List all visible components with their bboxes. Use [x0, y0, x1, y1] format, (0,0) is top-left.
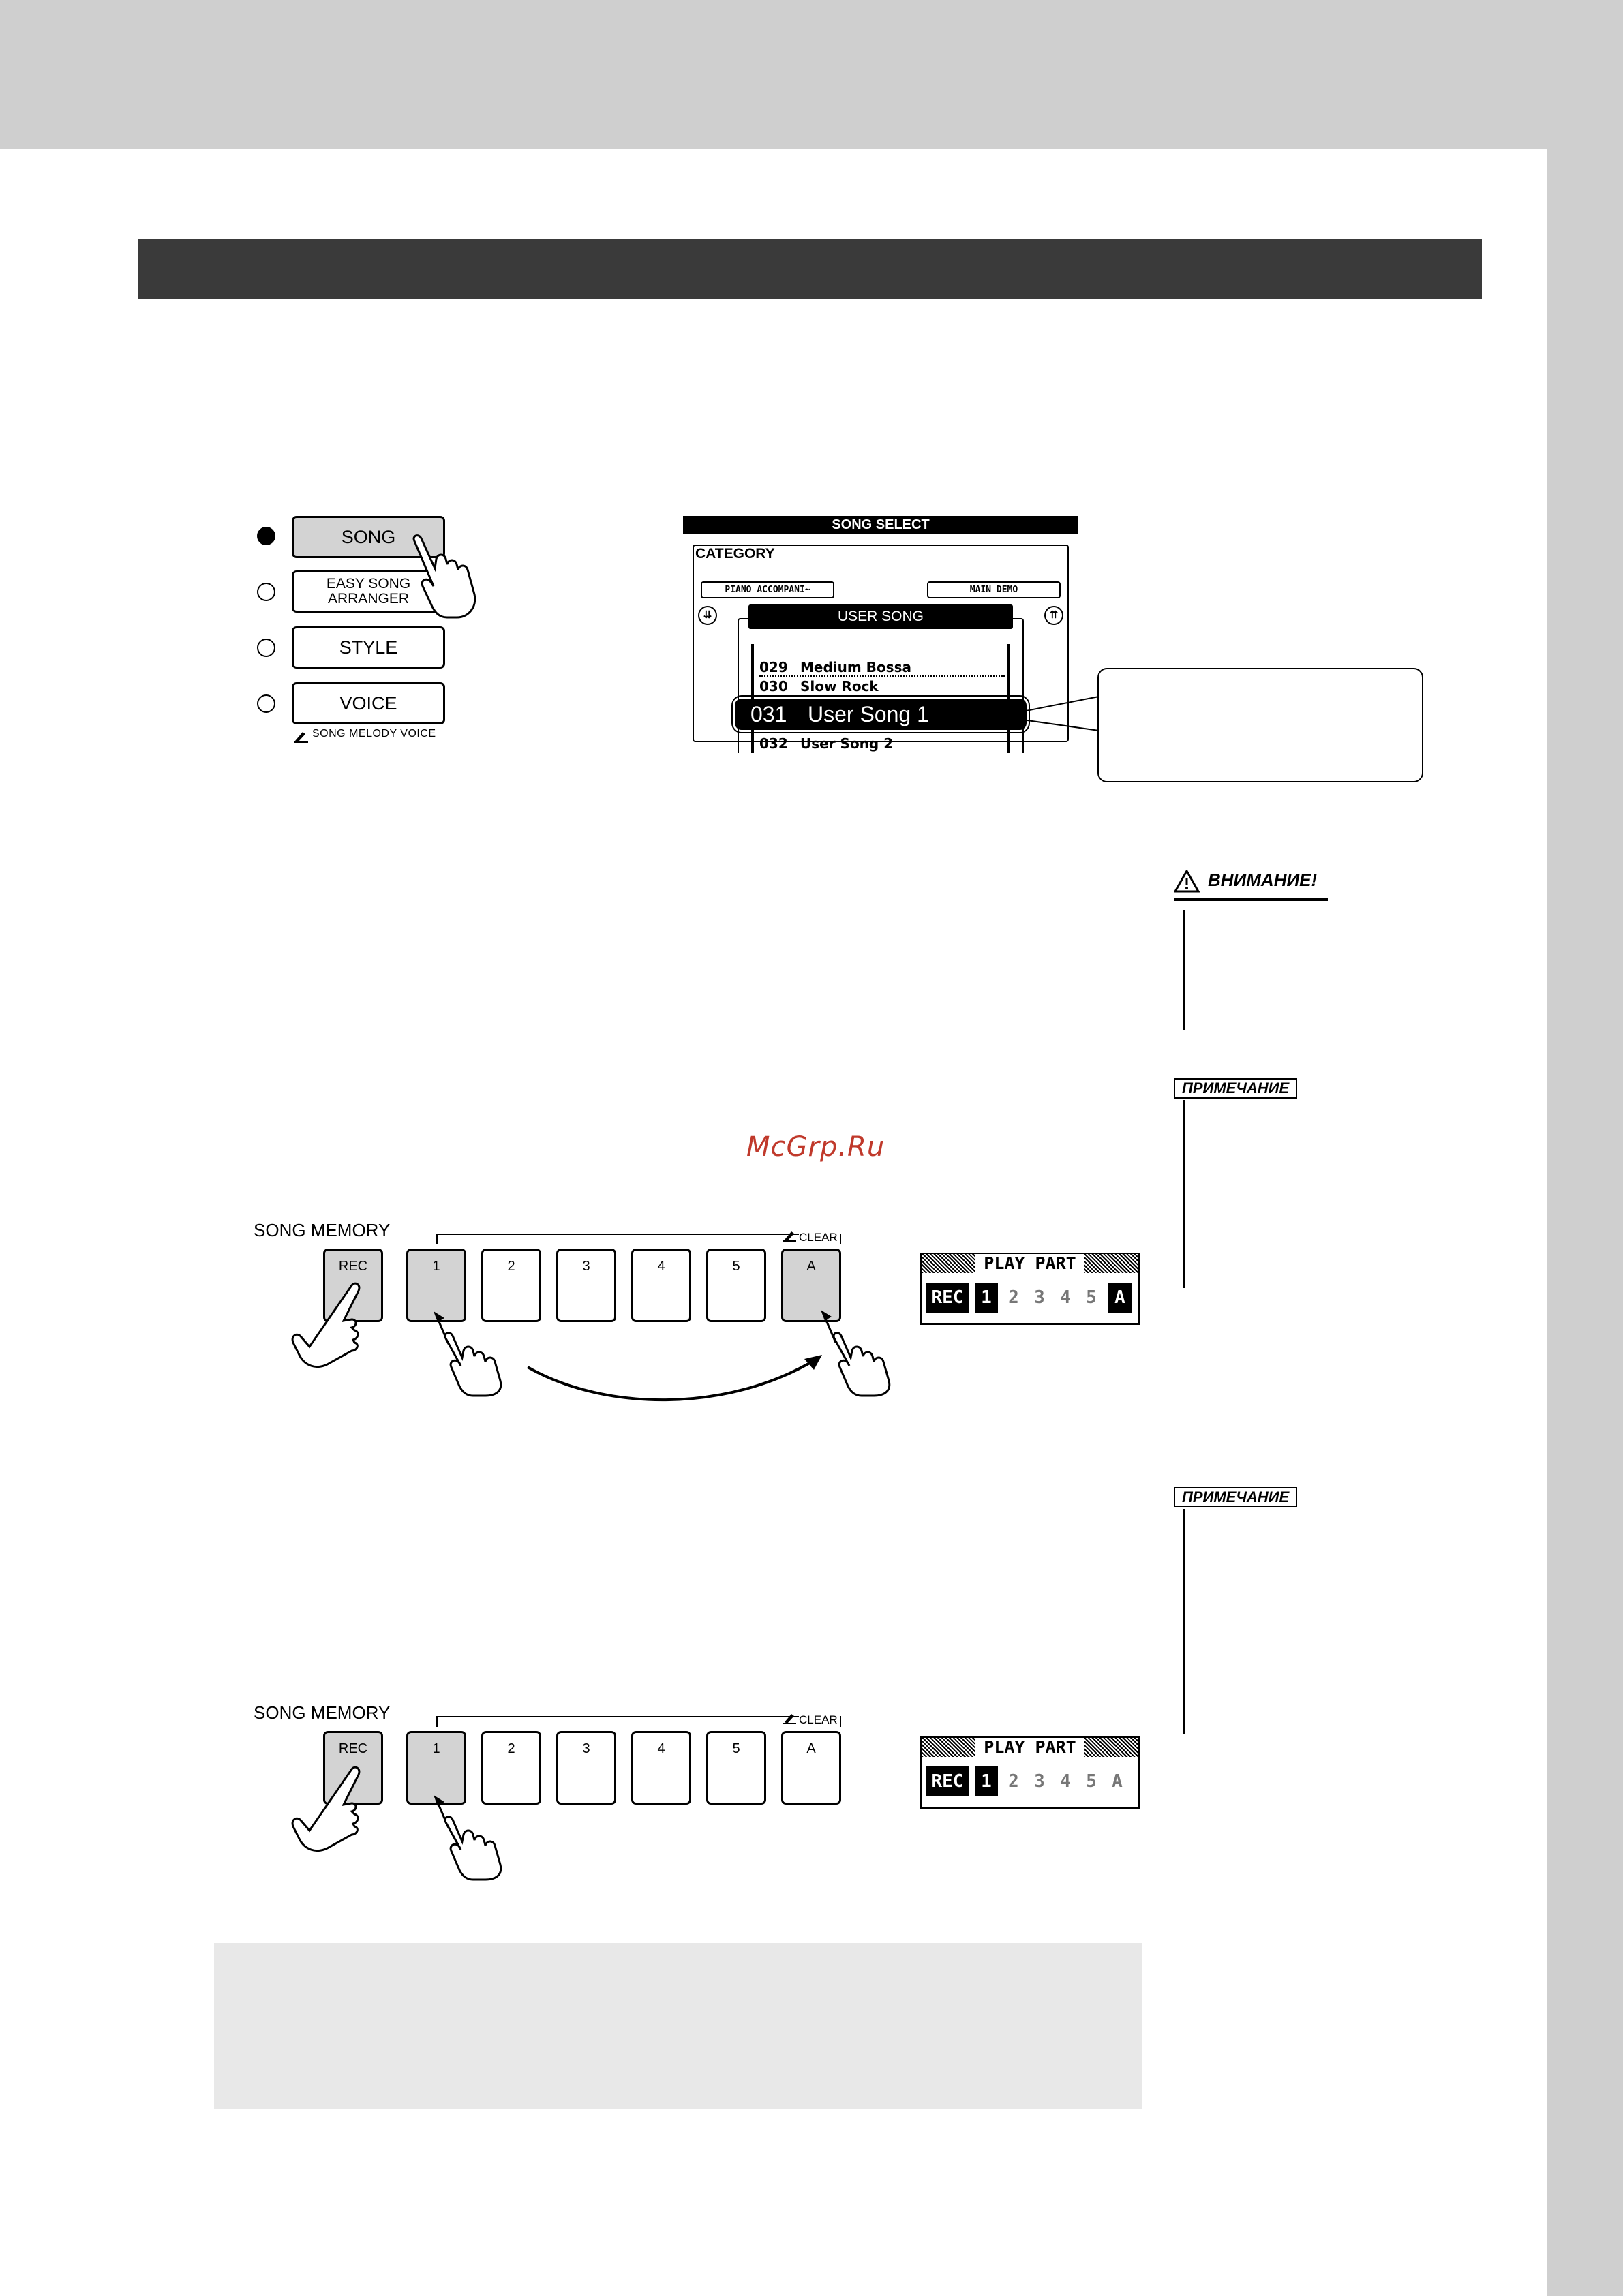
play-part-cell: A [1108, 1283, 1132, 1313]
easy-song-arranger-button[interactable]: EASY SONG ARRANGER [292, 570, 445, 613]
pen-icon [783, 1231, 796, 1242]
style-led-indicator [257, 639, 275, 657]
track-a-button[interactable]: A [781, 1731, 841, 1805]
move-arrow [527, 1355, 822, 1401]
track-2-button[interactable]: 2 [481, 1249, 541, 1322]
track-4-button[interactable]: 4 [631, 1731, 691, 1805]
callout-pointer [1022, 696, 1099, 731]
note-side-rule-1 [1183, 1100, 1185, 1288]
play-part-cell: 4 [1060, 1287, 1071, 1308]
song-memory-label: SONG MEMORY [254, 1702, 391, 1723]
warning-label: ВНИМАНИЕ! [1208, 870, 1318, 890]
style-button[interactable]: STYLE [292, 626, 445, 669]
rec-button[interactable]: REC [323, 1731, 383, 1805]
pen-icon [294, 732, 308, 743]
double-chevron-up-icon: ⇈ [1044, 606, 1063, 625]
play-part-title-bar: PLAY PART [922, 1738, 1138, 1757]
pressing-hand-icon [291, 1282, 361, 1368]
section-header-bar [138, 239, 1482, 299]
pressing-hand-icon [434, 1311, 502, 1397]
pressing-hand-icon [291, 1766, 361, 1852]
play-part-cell: REC [926, 1283, 969, 1313]
manual-page [0, 149, 1547, 2296]
track-5-button[interactable]: 5 [706, 1731, 766, 1805]
track-group-bracket [436, 1234, 841, 1244]
warning-side-rule [1183, 910, 1185, 1030]
warning-triangle-icon [1174, 870, 1200, 893]
lcd-current-category: USER SONG [748, 604, 1013, 629]
track-3-button[interactable]: 3 [556, 1731, 616, 1805]
lcd-title: SONG SELECT [683, 516, 1078, 534]
double-chevron-down-icon: ⇊ [698, 606, 717, 625]
track-group-bracket [436, 1716, 841, 1727]
pressing-hand-icon [821, 1310, 891, 1397]
play-part-cell: 4 [1060, 1771, 1071, 1792]
play-part-cell: 1 [975, 1283, 998, 1313]
song-led-indicator [257, 527, 275, 545]
voice-led-indicator [257, 694, 275, 713]
song-melody-voice-label: SONG MELODY VOICE [312, 728, 436, 739]
song-select-lcd: SONG SELECT CATEGORY PIANO ACCOMPANI~ MA… [683, 516, 1078, 753]
easy-song-arranger-led-indicator [257, 583, 275, 601]
note-side-rule-2 [1183, 1509, 1185, 1734]
play-part-cell: 2 [1008, 1771, 1019, 1792]
play-part-display: PLAY PART REC 1 2 3 4 5 A [920, 1253, 1140, 1325]
play-part-cell: 5 [1086, 1771, 1097, 1792]
clear-label: CLEAR [799, 1713, 840, 1727]
clear-label: CLEAR [799, 1231, 840, 1244]
track-2-button[interactable]: 2 [481, 1731, 541, 1805]
pen-icon [783, 1714, 796, 1724]
play-part-display: PLAY PART REC 1 2 3 4 5 A [920, 1736, 1140, 1809]
track-1-button[interactable]: 1 [406, 1249, 466, 1322]
bottom-info-box [214, 1943, 1142, 2109]
play-part-cell: 1 [975, 1766, 998, 1796]
pressing-hand-icon [412, 534, 476, 619]
note-tag-1: ПРИМЕЧАНИЕ [1174, 1078, 1298, 1099]
voice-button[interactable]: VOICE [292, 682, 445, 724]
callout-box [1097, 668, 1423, 782]
play-part-cell: 3 [1034, 1287, 1045, 1308]
track-3-button[interactable]: 3 [556, 1249, 616, 1322]
play-part-cell: REC [926, 1766, 969, 1796]
lcd-category-frame [693, 545, 1069, 742]
note-tag-2: ПРИМЕЧАНИЕ [1174, 1487, 1298, 1507]
lcd-prev-category: PIANO ACCOMPANI~ [701, 581, 834, 598]
pressing-hand-icon [434, 1795, 502, 1881]
play-part-cell: 5 [1086, 1287, 1097, 1308]
track-a-button[interactable]: A [781, 1249, 841, 1322]
play-part-cell: 2 [1008, 1287, 1019, 1308]
track-4-button[interactable]: 4 [631, 1249, 691, 1322]
play-part-title-bar: PLAY PART [922, 1254, 1138, 1273]
song-memory-label: SONG MEMORY [254, 1220, 391, 1240]
play-part-cell: A [1112, 1771, 1123, 1792]
watermark: McGrp.Ru [746, 1131, 885, 1163]
warning-underline [1174, 898, 1328, 901]
track-5-button[interactable]: 5 [706, 1249, 766, 1322]
play-part-cell: 3 [1034, 1771, 1045, 1792]
lcd-category-label: CATEGORY [695, 546, 775, 562]
track-1-button[interactable]: 1 [406, 1731, 466, 1805]
lcd-next-category: MAIN DEMO [927, 581, 1061, 598]
